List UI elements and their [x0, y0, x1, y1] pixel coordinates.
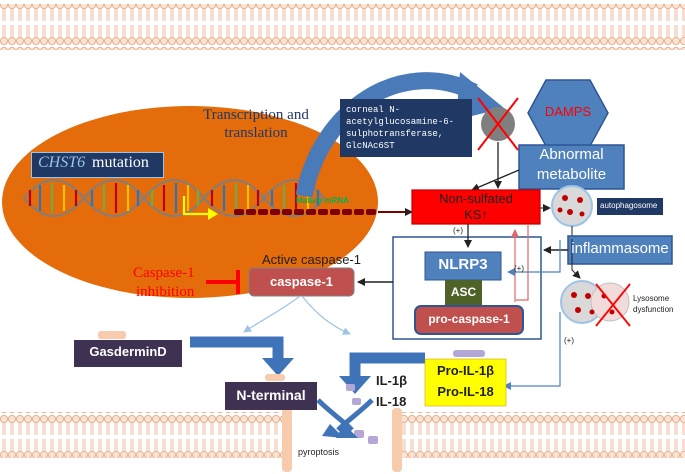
- asc-label: ASC: [450, 285, 477, 299]
- caspase-inhibition-label-2: inhibition: [136, 284, 195, 300]
- nlrp3-box: [424, 251, 502, 281]
- mrna-strand: [234, 209, 376, 215]
- gasdermin-fragment: [98, 331, 126, 339]
- gene-name: CHST6: [38, 154, 86, 171]
- abnormal-metabolite-label: Abnormal metabolite: [536, 146, 607, 183]
- enzyme-cross-2: [477, 97, 519, 151]
- lysosome-to-pro-il-arrow: [503, 312, 561, 390]
- transcription-label: Transcription and translation: [203, 107, 309, 141]
- transcription-arrow: [182, 196, 210, 216]
- metabolite-arrow: [471, 169, 520, 191]
- caspase-to-gasdermin-arrow: [243, 295, 301, 333]
- translation-curved-arrow: [295, 72, 478, 198]
- gasdermin-label: GasderminD: [89, 344, 167, 359]
- pore-left: [282, 408, 292, 472]
- plus-label-inflammasome: (+): [514, 264, 524, 273]
- autophagosome-to-lysosome-arrow: [571, 239, 581, 279]
- autophagosome-label: autophagosome: [600, 201, 658, 210]
- nterminal-box: [225, 382, 317, 410]
- plus-label-ks: (+): [453, 226, 463, 235]
- damps-label: DAMPS: [544, 104, 592, 119]
- caspase-label: caspase-1: [270, 274, 333, 289]
- pro-caspase-label: pro-caspase-1: [428, 312, 510, 326]
- inflammasome-box: [567, 235, 673, 265]
- non-sulfated-label: Non-sulfated: [439, 191, 513, 206]
- feedback-arrow-blue: [507, 240, 561, 276]
- nterminal-label: N-terminal: [236, 387, 306, 403]
- autophagosome-label-box: [597, 198, 663, 215]
- release-arrow-1: [316, 398, 354, 432]
- release-arrowhead-2: [322, 424, 344, 438]
- inflammasome-label: inflammasome: [571, 240, 669, 257]
- abnormal-metabolite-box: [518, 144, 625, 190]
- cell-membrane-bottom-left: [0, 412, 282, 458]
- ks-label: KS↑: [464, 207, 488, 222]
- pro-il18-label: Pro-IL-18: [437, 384, 494, 399]
- pro-il-fragment: [453, 350, 485, 357]
- il-fragment-2: [352, 398, 361, 405]
- lysosome-label: Lysosome: [633, 294, 670, 303]
- il1b-label: IL-1β: [376, 373, 408, 388]
- pro-caspase-box: [414, 305, 524, 335]
- pro-il1b-label: Pro-IL-1β: [436, 363, 495, 378]
- cell-membrane-top: [0, 4, 685, 50]
- caspase-to-il-arrow: [301, 295, 351, 335]
- il18-label: IL-18: [376, 394, 407, 409]
- feedback-line-red: [516, 224, 529, 301]
- il-fragment-1: [346, 384, 355, 391]
- release-arrow-2: [336, 398, 374, 432]
- asc-box: [445, 280, 482, 306]
- gasdermin-to-nterminal-arrow: [190, 336, 284, 360]
- pro-il-box: [424, 358, 507, 407]
- pro-il-to-il-arrow: [349, 352, 425, 378]
- pro-il-arrowhead: [339, 376, 371, 394]
- il-fragment-4: [354, 430, 364, 438]
- mature-mrna-label: Mature mRNA: [296, 196, 349, 205]
- non-sulfated-ks-box: [411, 189, 541, 225]
- active-caspase-label: Active caspase-1: [262, 252, 361, 267]
- pyroptosis-label: pyroptosis: [298, 447, 340, 457]
- gasdermin-arrowhead: [262, 358, 294, 376]
- transcription-arrowhead: [208, 208, 218, 220]
- cell-membrane-bottom-right: [400, 412, 685, 458]
- release-arrowhead-1: [336, 424, 358, 438]
- dna-helix: [23, 179, 325, 217]
- pore-right: [392, 408, 402, 472]
- enzyme-label: corneal N-acetylglucosamine-6-sulphotran…: [346, 105, 455, 151]
- enzyme-box: [340, 99, 472, 157]
- inflammasome-complex: [392, 236, 542, 340]
- mutation-label: mutation: [92, 154, 149, 171]
- gasdermin-box: [74, 340, 182, 367]
- il-fragment-3: [368, 436, 378, 444]
- lysosome-dysfunction-label: dysfunction: [633, 305, 674, 314]
- gene-label-box: [31, 152, 164, 178]
- caspase-inhibition-label: Caspase-1: [133, 265, 195, 281]
- caspase-box: [248, 267, 355, 297]
- lysosome-cell: [560, 280, 631, 327]
- plus-label-lysosome: (+): [564, 336, 574, 345]
- nterminal-fragment: [265, 374, 285, 381]
- nlrp3-label: NLRP3: [438, 256, 488, 273]
- autophagosome-cell: [551, 185, 593, 227]
